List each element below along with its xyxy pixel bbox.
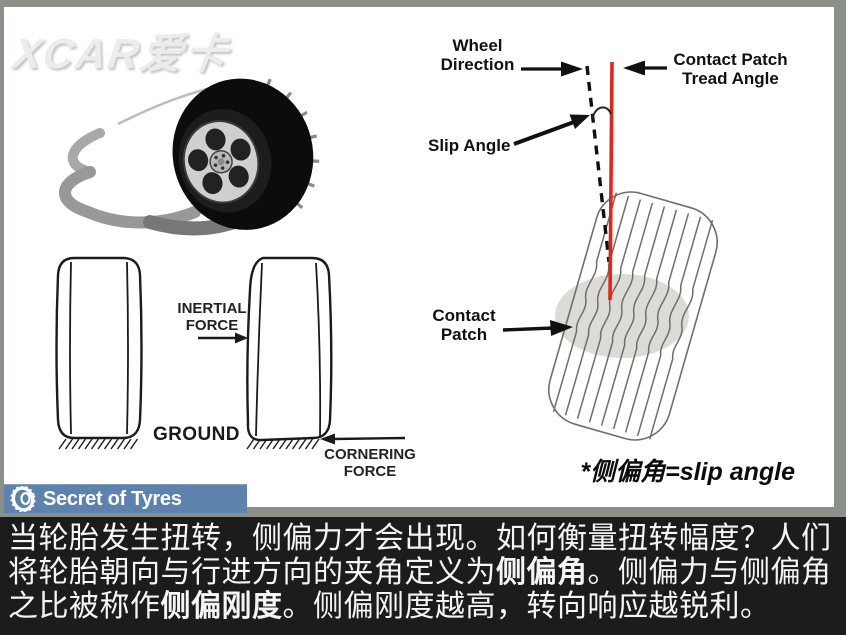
contact-patch-label: Contact Patch [432,306,496,344]
left-tire-sidewall [126,261,129,435]
tire-icon [10,486,36,512]
ground-hatching-left [58,438,139,450]
xcar-logo-watermark: XCAR爱卡 [10,30,232,77]
caption-panel: 当轮胎发生扭转，侧偏力才会出现。如何衡量扭转幅度？人们将轮胎朝向与行进方向的夹角… [0,517,846,635]
right-tire-outline [246,256,333,442]
caption-line: 当轮胎发生扭转，侧偏力才会出现。如何衡量扭转幅度？人们 [8,522,846,556]
right-tire-sidewall [255,262,263,437]
ground-label: GROUND [153,424,240,445]
caption-text: 。侧偏力与侧偏角 [587,556,832,589]
hub-bolts [213,153,230,170]
wheel-direction-label: Wheel Direction [440,36,515,74]
tread-angle-label: Contact Patch Tread Angle [673,50,788,88]
wheel-direction-arrow [521,61,583,77]
series-badge: Secret of Tyres [4,484,247,513]
ground-hatching-right [246,438,320,450]
inertial-force-arrow [198,332,248,344]
tread-footprint [548,191,718,441]
cornering-force-label: CORNERING FORCE [324,446,416,480]
tread-angle-line [608,61,614,301]
caption-keyword: 侧偏角 [496,556,588,589]
slip-angle-note: *侧偏角=slip angle [580,458,795,486]
footprint-tread-lines [552,192,714,440]
tire-deformation-diagram [55,256,406,450]
left-tire-sidewall [69,261,72,435]
rim-spoke-holes [188,128,251,195]
hub-cap [217,158,225,166]
caption-text: 。侧偏刚度越高，转向响应越锐利。 [282,590,771,623]
hero-tire-illustration [59,78,320,236]
hero-tire [172,78,320,230]
swoosh-trail [67,128,105,177]
caption-keyword: 侧偏刚度 [160,590,283,623]
left-tire-outline [55,256,143,440]
caption-text: 当轮胎发生扭转，侧偏力才会出现。如何衡量扭转幅度？人们 [8,522,832,555]
caption-text: 之比被称作 [8,590,161,623]
inertial-force-label: INERTIAL FORCE [177,300,247,334]
content-panel [4,7,834,507]
slip-angle-arrow [513,114,590,146]
caption-line: 将轮胎朝向与行进方向的夹角定义为侧偏角。侧偏力与侧偏角 [8,556,846,590]
caption-text: 将轮胎朝向与行进方向的夹角定义为 [8,556,496,589]
slip-angle-diagram [502,60,718,441]
diagram-artwork [55,60,718,450]
series-badge-label: Secret of Tyres [43,487,182,510]
slip-angle-label: Slip Angle [428,136,511,155]
contact-patch-arrow [502,320,573,336]
right-tire-sidewall [315,262,322,437]
slip-angle-arc [591,106,612,120]
caption-line: 之比被称作侧偏刚度。侧偏刚度越高，转向响应越锐利。 [8,590,846,624]
swoosh-trail [59,166,201,229]
tread-angle-arrow [623,60,667,76]
cornering-force-arrow [320,433,406,445]
wheel-direction-line [585,65,611,263]
